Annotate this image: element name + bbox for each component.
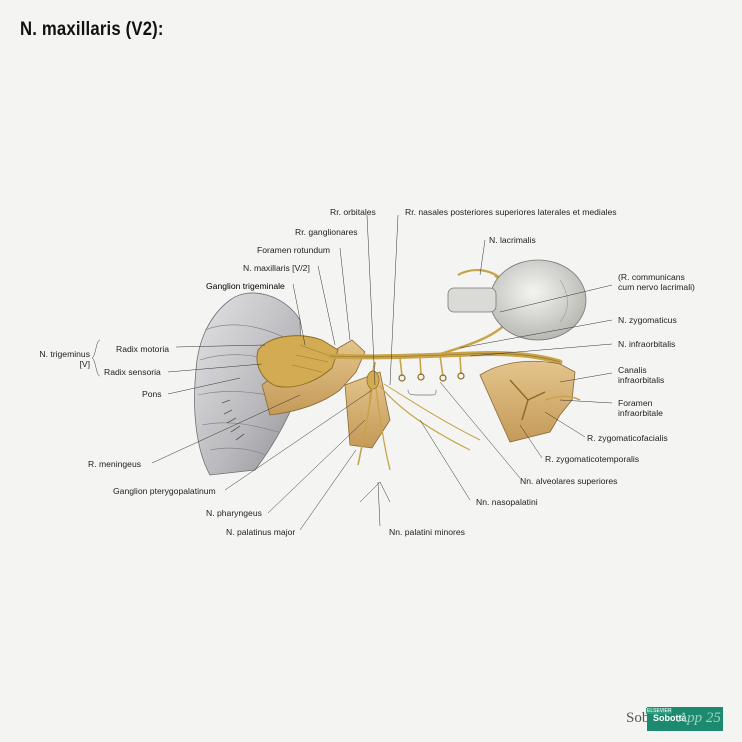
label-rr-nasales: Rr. nasales posteriores superiores later…	[405, 207, 617, 217]
label-r-meningeus: R. meningeus	[88, 459, 142, 469]
label-pons: Pons	[142, 389, 162, 399]
label-nn-nasopalatini: Nn. nasopalatini	[476, 497, 538, 507]
label-n-pharyngeus: N. pharyngeus	[206, 508, 262, 518]
sobotta-logo: Sobotta Sobotta ELSEVIER App 25	[626, 706, 726, 732]
leader-lines	[91, 214, 613, 531]
label-ganglion-trigeminale: Ganglion trigeminale	[206, 281, 285, 291]
logo-publisher: ELSEVIER	[646, 708, 673, 714]
label-ganglion-pterygopalatinum: Ganglion pterygopalatinum	[113, 486, 216, 496]
label-r-communicans: (R. communicans cum nervo lacrimali)	[618, 272, 695, 292]
trigeminal-ganglion	[256, 335, 339, 388]
logo-badge-text: Sobotta	[653, 713, 687, 723]
label-rr-ganglionares: Rr. ganglionares	[295, 227, 358, 237]
label-rr-orbitales: Rr. orbitales	[330, 207, 376, 217]
page-title: N. maxillaris (V2):	[20, 19, 164, 40]
logo-badge: Sobotta	[647, 707, 723, 731]
label-canalis-infraorbitalis: Canalis infraorbitalis	[618, 365, 665, 385]
label-r-zygomaticofacialis: R. zygomaticofacialis	[587, 433, 668, 443]
label-foramen-rotundum: Foramen rotundum	[257, 245, 331, 255]
label-r-zygomaticotemporalis: R. zygomaticotemporalis	[545, 454, 640, 464]
label-n-trigeminus: N. trigeminus [V]	[39, 349, 90, 369]
label-nn-palatini-minores: Nn. palatini minores	[389, 527, 465, 537]
label-n-lacrimalis: N. lacrimalis	[489, 235, 536, 245]
label-n-maxillaris: N. maxillaris [V/2]	[243, 263, 310, 273]
logo-version: App 25	[678, 710, 721, 726]
label-radix-sensoria: Radix sensoria	[104, 367, 161, 377]
eyeball	[447, 259, 587, 341]
maxilla-bone	[479, 360, 581, 443]
label-n-zygomaticus: N. zygomaticus	[618, 315, 677, 325]
label-foramen-infraorbitale: Foramen infraorbitale	[618, 398, 663, 418]
label-nn-alveolares: Nn. alveolares superiores	[520, 476, 618, 486]
label-radix-motoria: Radix motoria	[116, 344, 170, 354]
label-n-infraorbitalis: N. infraorbitalis	[618, 339, 676, 349]
label-n-palatinus-major: N. palatinus major	[226, 527, 296, 537]
